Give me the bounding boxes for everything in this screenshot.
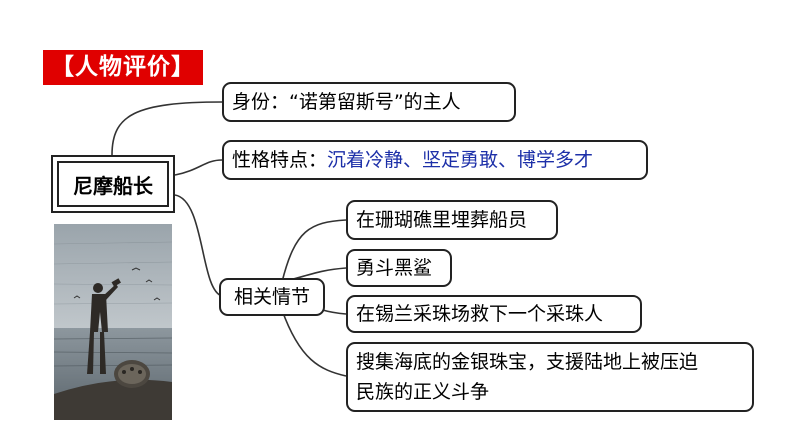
plot-item-1: 在珊瑚礁里埋葬船员: [346, 200, 558, 240]
plot-item-text-line2: 民族的正义斗争: [356, 381, 490, 403]
section-title-tag: 【人物评价】: [43, 50, 203, 85]
plot-item-text-line1: 搜集海底的金银珠宝，支援陆地上被压迫: [356, 351, 699, 373]
traits-label: 性格特点：: [232, 149, 328, 171]
link-plot-4: [281, 309, 347, 377]
plot-item-text: 勇斗黑鲨: [356, 257, 433, 279]
plot-label-text: 相关情节: [233, 286, 310, 308]
plot-item-3: 在锡兰采珠场救下一个采珠人: [346, 295, 642, 333]
plot-item-4: 搜集海底的金银珠宝，支援陆地上被压迫 民族的正义斗争: [346, 342, 754, 412]
link-root-traits: [174, 159, 223, 176]
plot-item-2: 勇斗黑鲨: [346, 249, 452, 287]
link-plot-1: [281, 219, 347, 283]
link-root-identity: [111, 101, 223, 156]
plot-item-text: 在锡兰采珠场救下一个采珠人: [356, 303, 604, 325]
traits-node: 性格特点：沉着冷静、坚定勇敢、博学多才: [222, 140, 648, 180]
plot-label-node: 相关情节: [219, 278, 325, 316]
captain-illustration: [54, 224, 172, 420]
link-root-plots: [174, 194, 223, 297]
root-node-frame: 尼摩船长: [51, 155, 175, 213]
identity-node: 身份：“诺第留斯号”的主人: [222, 82, 516, 122]
root-node: 尼摩船长: [57, 161, 169, 207]
plot-item-text: 在珊瑚礁里埋葬船员: [356, 209, 528, 231]
identity-text: 身份：“诺第留斯号”的主人: [232, 91, 461, 113]
traits-value: 沉着冷静、坚定勇敢、博学多才: [327, 149, 594, 171]
